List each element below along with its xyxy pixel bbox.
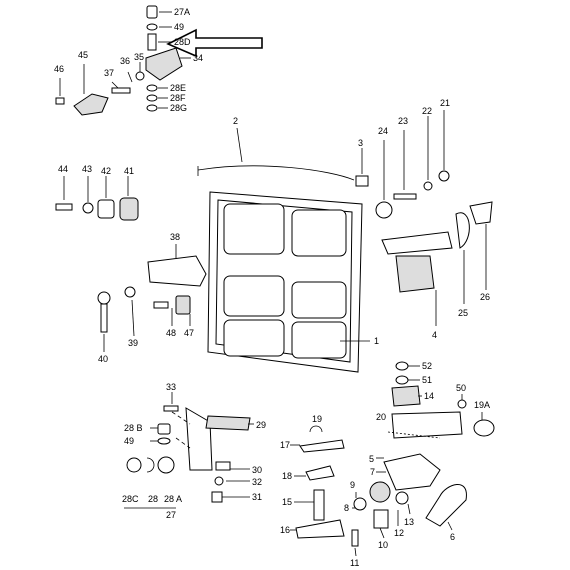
- door-panel: [197, 127, 370, 373]
- label-16: 16: [280, 525, 290, 535]
- label-48: 48: [166, 328, 176, 338]
- hinge-parts-left: [55, 176, 207, 352]
- label-28a: 28 A: [164, 494, 182, 504]
- handle-assembly: [375, 110, 493, 326]
- label-9: 9: [350, 480, 355, 490]
- label-20: 20: [376, 412, 386, 422]
- label-27: 27: [166, 510, 176, 520]
- label-18: 18: [282, 471, 292, 481]
- label-49-bottom: 49: [124, 436, 134, 446]
- label-41: 41: [124, 166, 134, 176]
- label-2: 2: [233, 116, 238, 126]
- label-23: 23: [398, 116, 408, 126]
- label-4: 4: [432, 330, 437, 340]
- label-50: 50: [456, 383, 466, 393]
- label-12: 12: [394, 528, 404, 538]
- label-14: 14: [424, 391, 434, 401]
- label-45: 45: [78, 50, 88, 60]
- label-39: 39: [128, 338, 138, 348]
- part-number-labels: 27A 49 28D 35 34 36 37 45 46 28E 28F 28G…: [54, 7, 490, 568]
- label-29: 29: [256, 420, 266, 430]
- label-22: 22: [422, 106, 432, 116]
- label-28g: 28G: [170, 103, 187, 113]
- label-28e: 28E: [170, 83, 186, 93]
- label-11: 11: [350, 558, 359, 568]
- label-44: 44: [58, 164, 68, 174]
- label-52: 52: [422, 361, 432, 371]
- label-10: 10: [378, 540, 388, 550]
- label-15: 15: [282, 497, 292, 507]
- label-7: 7: [370, 467, 375, 477]
- label-28d: 28D: [174, 37, 191, 47]
- label-5: 5: [369, 454, 374, 464]
- label-17: 17: [280, 440, 290, 450]
- top-latch-assembly: [55, 5, 263, 116]
- label-26: 26: [480, 292, 490, 302]
- label-3: 3: [358, 138, 363, 148]
- lower-hinge-assembly: [124, 392, 254, 509]
- pointer-arrow: [166, 28, 263, 58]
- label-33: 33: [166, 382, 176, 392]
- label-43: 43: [82, 164, 92, 174]
- label-28: 28: [148, 494, 158, 504]
- label-21: 21: [440, 98, 450, 108]
- label-28f: 28F: [170, 93, 186, 103]
- label-19: 19: [312, 414, 322, 424]
- label-28c: 28C: [122, 494, 139, 504]
- label-40: 40: [98, 354, 108, 364]
- label-34: 34: [193, 53, 203, 63]
- label-6: 6: [450, 532, 455, 542]
- label-30: 30: [252, 465, 262, 475]
- lock-mechanism: [351, 361, 495, 557]
- label-31: 31: [252, 492, 262, 502]
- label-8: 8: [344, 503, 349, 513]
- label-46: 46: [54, 64, 64, 74]
- label-37: 37: [104, 68, 114, 78]
- label-51: 51: [422, 375, 432, 385]
- label-28b: 28 B: [124, 423, 143, 433]
- label-36: 36: [120, 56, 130, 66]
- label-1: 1: [374, 336, 379, 346]
- label-49-top: 49: [174, 22, 184, 32]
- lock-rod-parts: [290, 425, 345, 539]
- label-47: 47: [184, 328, 194, 338]
- label-25: 25: [458, 308, 468, 318]
- label-32: 32: [252, 477, 262, 487]
- label-42: 42: [101, 166, 111, 176]
- label-38: 38: [170, 232, 180, 242]
- label-35: 35: [134, 52, 144, 62]
- label-19a: 19A: [474, 400, 490, 410]
- label-13: 13: [404, 517, 414, 527]
- label-27a: 27A: [174, 7, 190, 17]
- label-24: 24: [378, 126, 388, 136]
